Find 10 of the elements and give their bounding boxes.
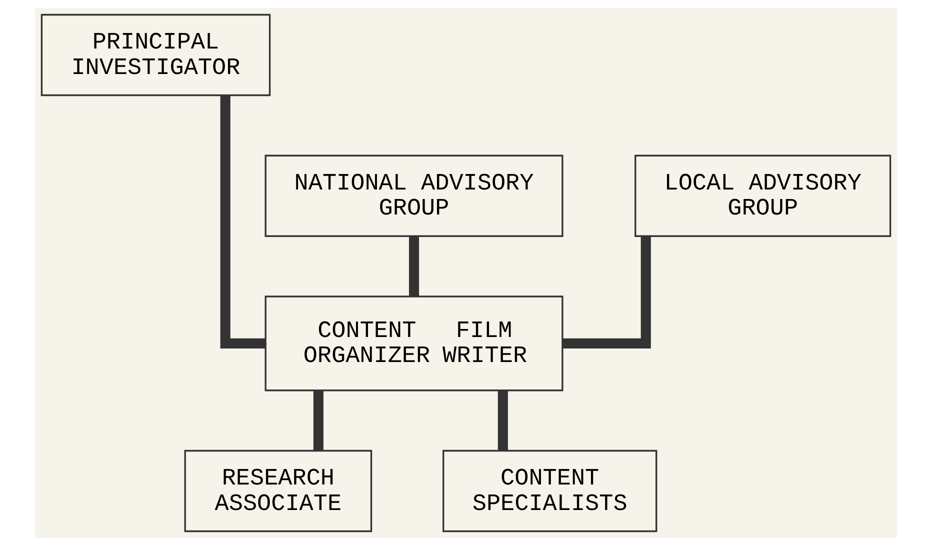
node-box: NATIONAL ADVISORY GROUP	[264, 154, 563, 237]
connector	[312, 390, 323, 451]
node-box: RESEARCH ASSOCIATE	[184, 450, 372, 532]
node-box: CONTENT ORGANIZER FILM WRITER	[264, 296, 563, 392]
connector	[497, 390, 508, 451]
connector	[562, 236, 650, 348]
connector	[408, 236, 419, 296]
node-box: CONTENT SPECIALISTS	[442, 450, 657, 532]
node-box: PRINCIPAL INVESTIGATOR	[40, 14, 270, 96]
node-box: LOCAL ADVISORY GROUP	[634, 154, 891, 237]
